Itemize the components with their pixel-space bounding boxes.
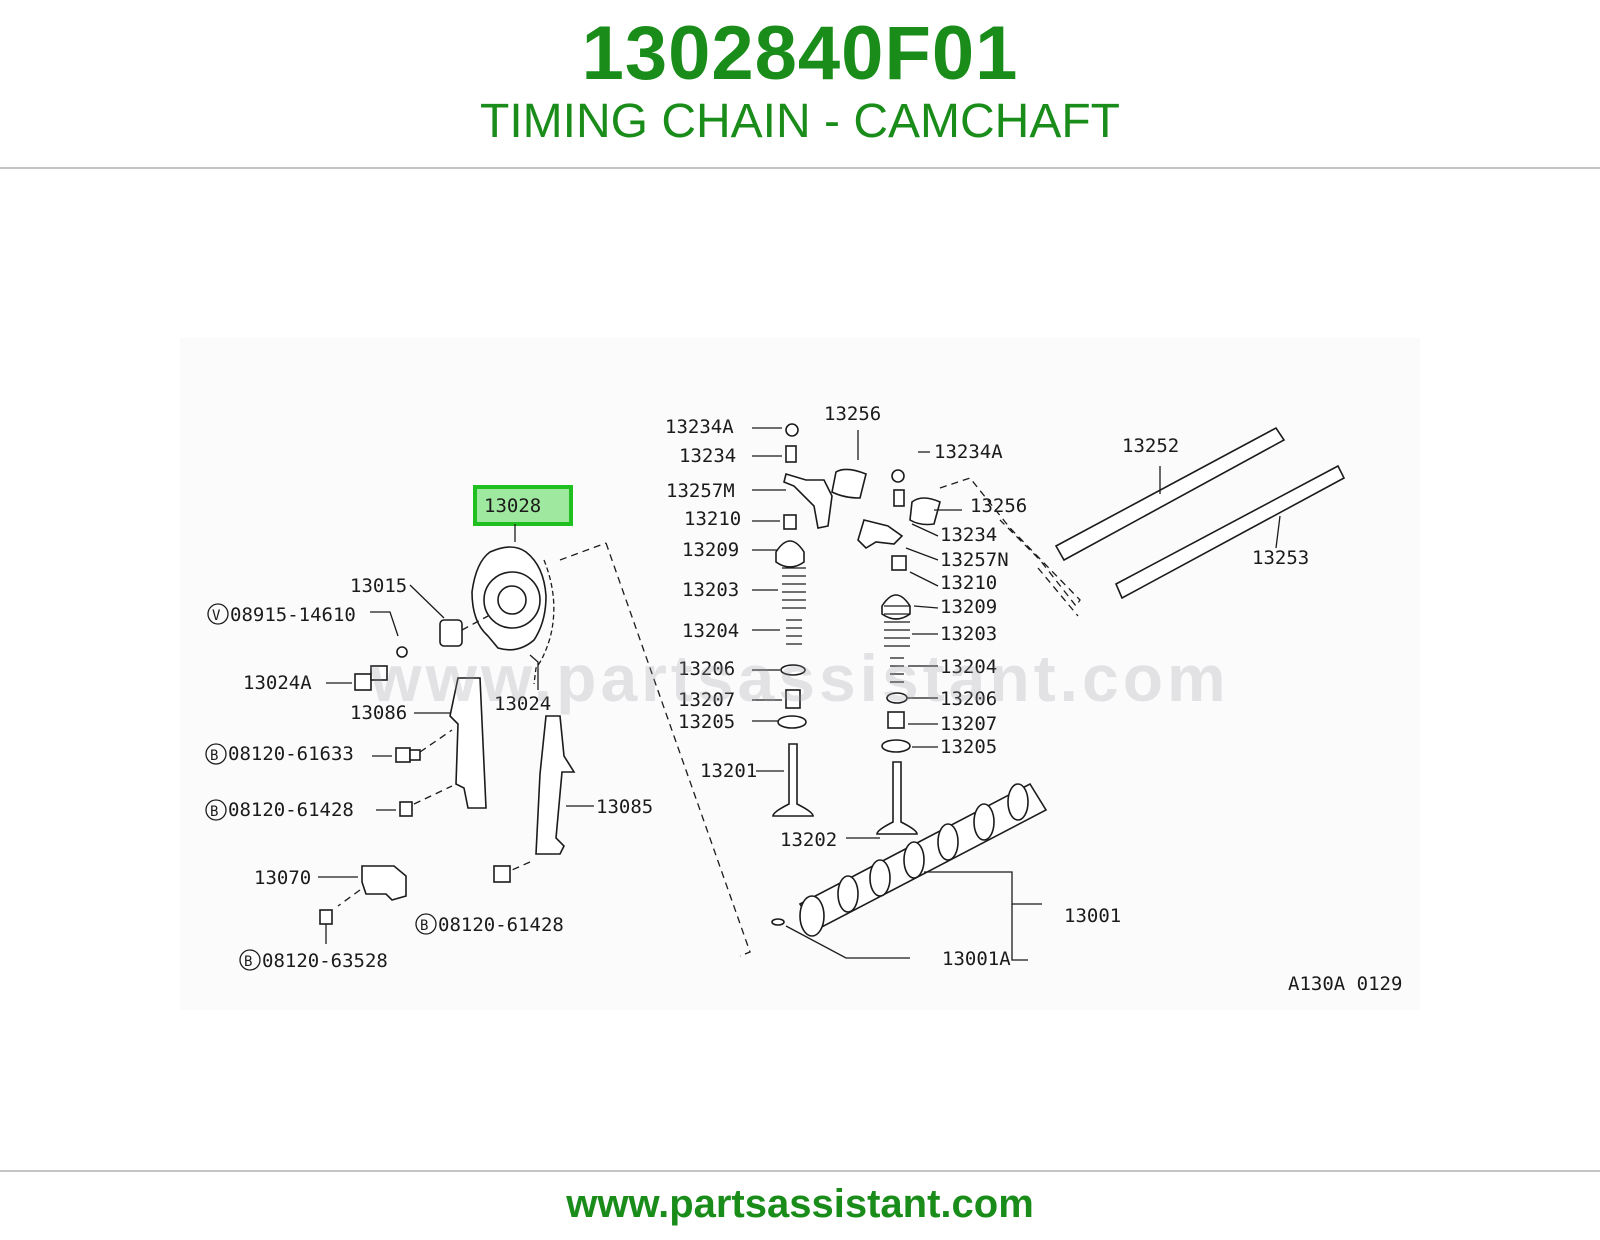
callout-13204-left[interactable]: 13204 <box>682 620 739 642</box>
diagram-title: TIMING CHAIN - CAMCHAFT <box>480 95 1120 148</box>
header-divider <box>0 167 1600 169</box>
callout-13209-right[interactable]: 13209 <box>940 596 997 618</box>
callout-13207-right[interactable]: 13207 <box>940 713 997 735</box>
callout-13028[interactable]: 13028 <box>484 495 541 517</box>
callout-08915-14610[interactable]: 08915-14610 <box>230 604 356 626</box>
callout-13256-right[interactable]: 13256 <box>970 495 1027 517</box>
valve-stack-right <box>857 451 962 835</box>
callout-13001a[interactable]: 13001A <box>942 948 1011 970</box>
part-number: 1302840F01 <box>581 11 1019 96</box>
chain-guide-13085 <box>535 715 576 855</box>
badge-b: B <box>205 743 227 765</box>
callout-08120-63528[interactable]: 08120-63528 <box>262 950 388 972</box>
callout-13085[interactable]: 13085 <box>596 796 653 818</box>
watermark: www.partsassistant.com <box>370 641 1230 715</box>
svg-text:B: B <box>244 954 252 970</box>
callout-13210-right[interactable]: 13210 <box>940 572 997 594</box>
spacer-13015 <box>439 619 463 647</box>
valve-stack-left <box>752 423 880 839</box>
callout-08120-61428-a[interactable]: 08120-61428 <box>228 799 354 821</box>
callout-13257m[interactable]: 13257M <box>666 480 735 502</box>
header: 1302840F01 TIMING CHAIN - CAMCHAFT <box>0 0 1600 168</box>
svg-text:B: B <box>210 748 218 764</box>
callout-13252[interactable]: 13252 <box>1122 435 1179 457</box>
spring-13256 <box>831 468 867 499</box>
callout-13203-left[interactable]: 13203 <box>682 579 739 601</box>
svg-text:B: B <box>420 918 428 934</box>
washer-08915 <box>396 646 408 658</box>
callout-13015[interactable]: 13015 <box>350 575 407 597</box>
callout-13234a-right[interactable]: 13234A <box>934 441 1003 463</box>
callout-13201[interactable]: 13201 <box>700 760 757 782</box>
callout-13070[interactable]: 13070 <box>254 867 311 889</box>
callout-13234a-left[interactable]: 13234A <box>665 416 734 438</box>
footer-divider <box>0 1170 1600 1172</box>
callout-13205-left[interactable]: 13205 <box>678 711 735 733</box>
callout-13001[interactable]: 13001 <box>1064 905 1121 927</box>
badge-b: B <box>415 913 437 935</box>
callout-13257n[interactable]: 13257N <box>940 549 1009 571</box>
callout-13234-right[interactable]: 13234 <box>940 524 997 546</box>
callout-08120-61633[interactable]: 08120-61633 <box>228 743 354 765</box>
badge-b: B <box>239 949 261 971</box>
badge-v: V <box>207 603 229 625</box>
callout-13024[interactable]: 13024 <box>494 693 551 715</box>
callout-13206-left[interactable]: 13206 <box>678 658 735 680</box>
callout-13209-left[interactable]: 13209 <box>682 539 739 561</box>
callout-08120-61428-b[interactable]: 08120-61428 <box>438 914 564 936</box>
badge-b: B <box>205 799 227 821</box>
callout-13234-left[interactable]: 13234 <box>679 445 736 467</box>
highlight-callout-13028[interactable]: 13028 <box>473 485 573 526</box>
callout-13203-right[interactable]: 13203 <box>940 623 997 645</box>
callout-13024a[interactable]: 13024A <box>243 672 312 694</box>
footer-url-link[interactable]: www.partsassistant.com <box>566 1182 1034 1226</box>
rocker-shafts <box>1054 426 1346 600</box>
sprocket-chain <box>471 524 555 685</box>
tensioner-13070 <box>361 865 407 901</box>
callout-13206-right[interactable]: 13206 <box>940 688 997 710</box>
callout-13086[interactable]: 13086 <box>350 702 407 724</box>
callout-13202[interactable]: 13202 <box>780 829 837 851</box>
svg-text:V: V <box>212 608 221 624</box>
callout-13207-left[interactable]: 13207 <box>678 689 735 711</box>
figure-code: A130A 0129 <box>1288 973 1402 995</box>
chain-guide-13086 <box>449 677 487 809</box>
camshaft-13001 <box>771 782 1048 937</box>
bolt-13024a <box>354 673 372 691</box>
svg-text:B: B <box>210 804 218 820</box>
callout-13205-right[interactable]: 13205 <box>940 736 997 758</box>
callout-13210-left[interactable]: 13210 <box>684 508 741 530</box>
callout-13256-top[interactable]: 13256 <box>824 403 881 425</box>
callout-13253[interactable]: 13253 <box>1252 547 1309 569</box>
callout-13204-right[interactable]: 13204 <box>940 656 997 678</box>
